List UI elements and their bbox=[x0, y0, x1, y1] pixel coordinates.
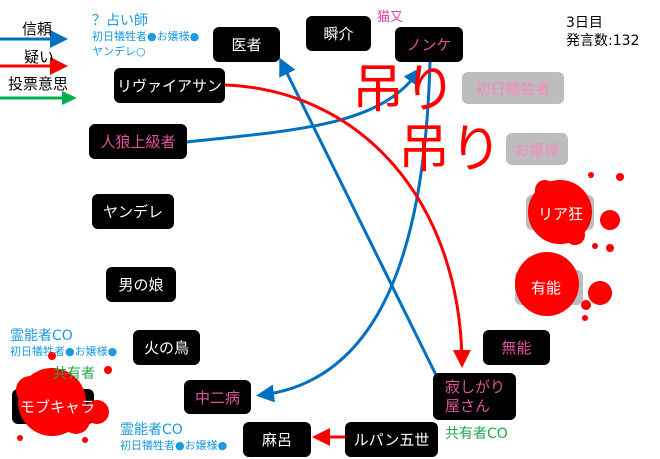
hanged-mark-2: 吊り bbox=[398, 120, 503, 180]
mason-label: 共有者 bbox=[53, 366, 95, 382]
killed-yuunou[interactable]: 有能 bbox=[531, 279, 562, 297]
seer-result-2: ヤンデレ○ bbox=[92, 45, 146, 58]
medium-claim-1: 霊能者CO bbox=[10, 328, 73, 344]
legend-suspicion-label: 疑い bbox=[24, 48, 55, 66]
node-jinro-jokyusha[interactable]: 人狼上級者 bbox=[89, 124, 187, 159]
day-label: 3日目 bbox=[566, 15, 603, 31]
legend-vote-label: 投票意思 bbox=[8, 75, 69, 93]
killed-riakyou[interactable]: リア狂 bbox=[538, 205, 584, 223]
hanged-shonichi-giseisha[interactable]: 初日犠牲者 bbox=[462, 72, 564, 104]
node-munou[interactable]: 無能 bbox=[483, 330, 550, 365]
node-sabishigariya-line2: 屋さん bbox=[445, 396, 491, 415]
node-mob-chara[interactable]: モブキャラ bbox=[20, 398, 96, 416]
node-shunsuke[interactable]: 瞬介 bbox=[306, 16, 371, 51]
legend-trust-label: 信頼 bbox=[22, 20, 53, 38]
node-hinotori[interactable]: 火の鳥 bbox=[133, 330, 200, 365]
node-nonke[interactable]: ノンケ bbox=[395, 27, 463, 62]
hanged-mark-1: 吊り bbox=[352, 60, 457, 120]
node-lupin[interactable]: ルパン五世 bbox=[345, 422, 438, 457]
seer-result-1: 初日犠牲者●お嬢様● bbox=[92, 30, 200, 43]
legend-vote-arrowhead bbox=[62, 91, 77, 105]
arrow-jinro-to-nonke bbox=[186, 67, 422, 144]
nekomata-label: 猫又 bbox=[377, 10, 404, 25]
node-chunibyo[interactable]: 中二病 bbox=[184, 380, 251, 414]
arrow-nonke-to-chuni bbox=[256, 61, 432, 403]
seer-claim: ？占い師 bbox=[92, 13, 148, 29]
arrow-sabishi-to-isha bbox=[279, 57, 438, 376]
node-isha[interactable]: 医者 bbox=[213, 27, 280, 62]
node-sabishigariya-line1: 寂しがり bbox=[445, 377, 506, 396]
node-otokonoko[interactable]: 男の娘 bbox=[106, 267, 176, 302]
post-count: 発言数:132 bbox=[566, 33, 640, 49]
arrow-leviathan-to-sabishi bbox=[224, 83, 471, 368]
node-maro[interactable]: 麻呂 bbox=[243, 422, 311, 457]
node-sabishigariya[interactable]: 寂しがり 屋さん bbox=[433, 373, 516, 420]
node-yandere[interactable]: ヤンデレ bbox=[92, 194, 174, 229]
medium-result-1: 初日犠牲者●お嬢様● bbox=[10, 345, 118, 358]
mason-co-label: 共有者CO bbox=[445, 426, 508, 442]
node-leviathan[interactable]: リヴァイアサン bbox=[114, 68, 225, 103]
hanged-ojousama[interactable]: お嬢様 bbox=[506, 133, 568, 165]
medium-result-2: 初日犠牲者●お嬢様● bbox=[120, 439, 228, 452]
medium-claim-2: 霊能者CO bbox=[120, 422, 183, 438]
